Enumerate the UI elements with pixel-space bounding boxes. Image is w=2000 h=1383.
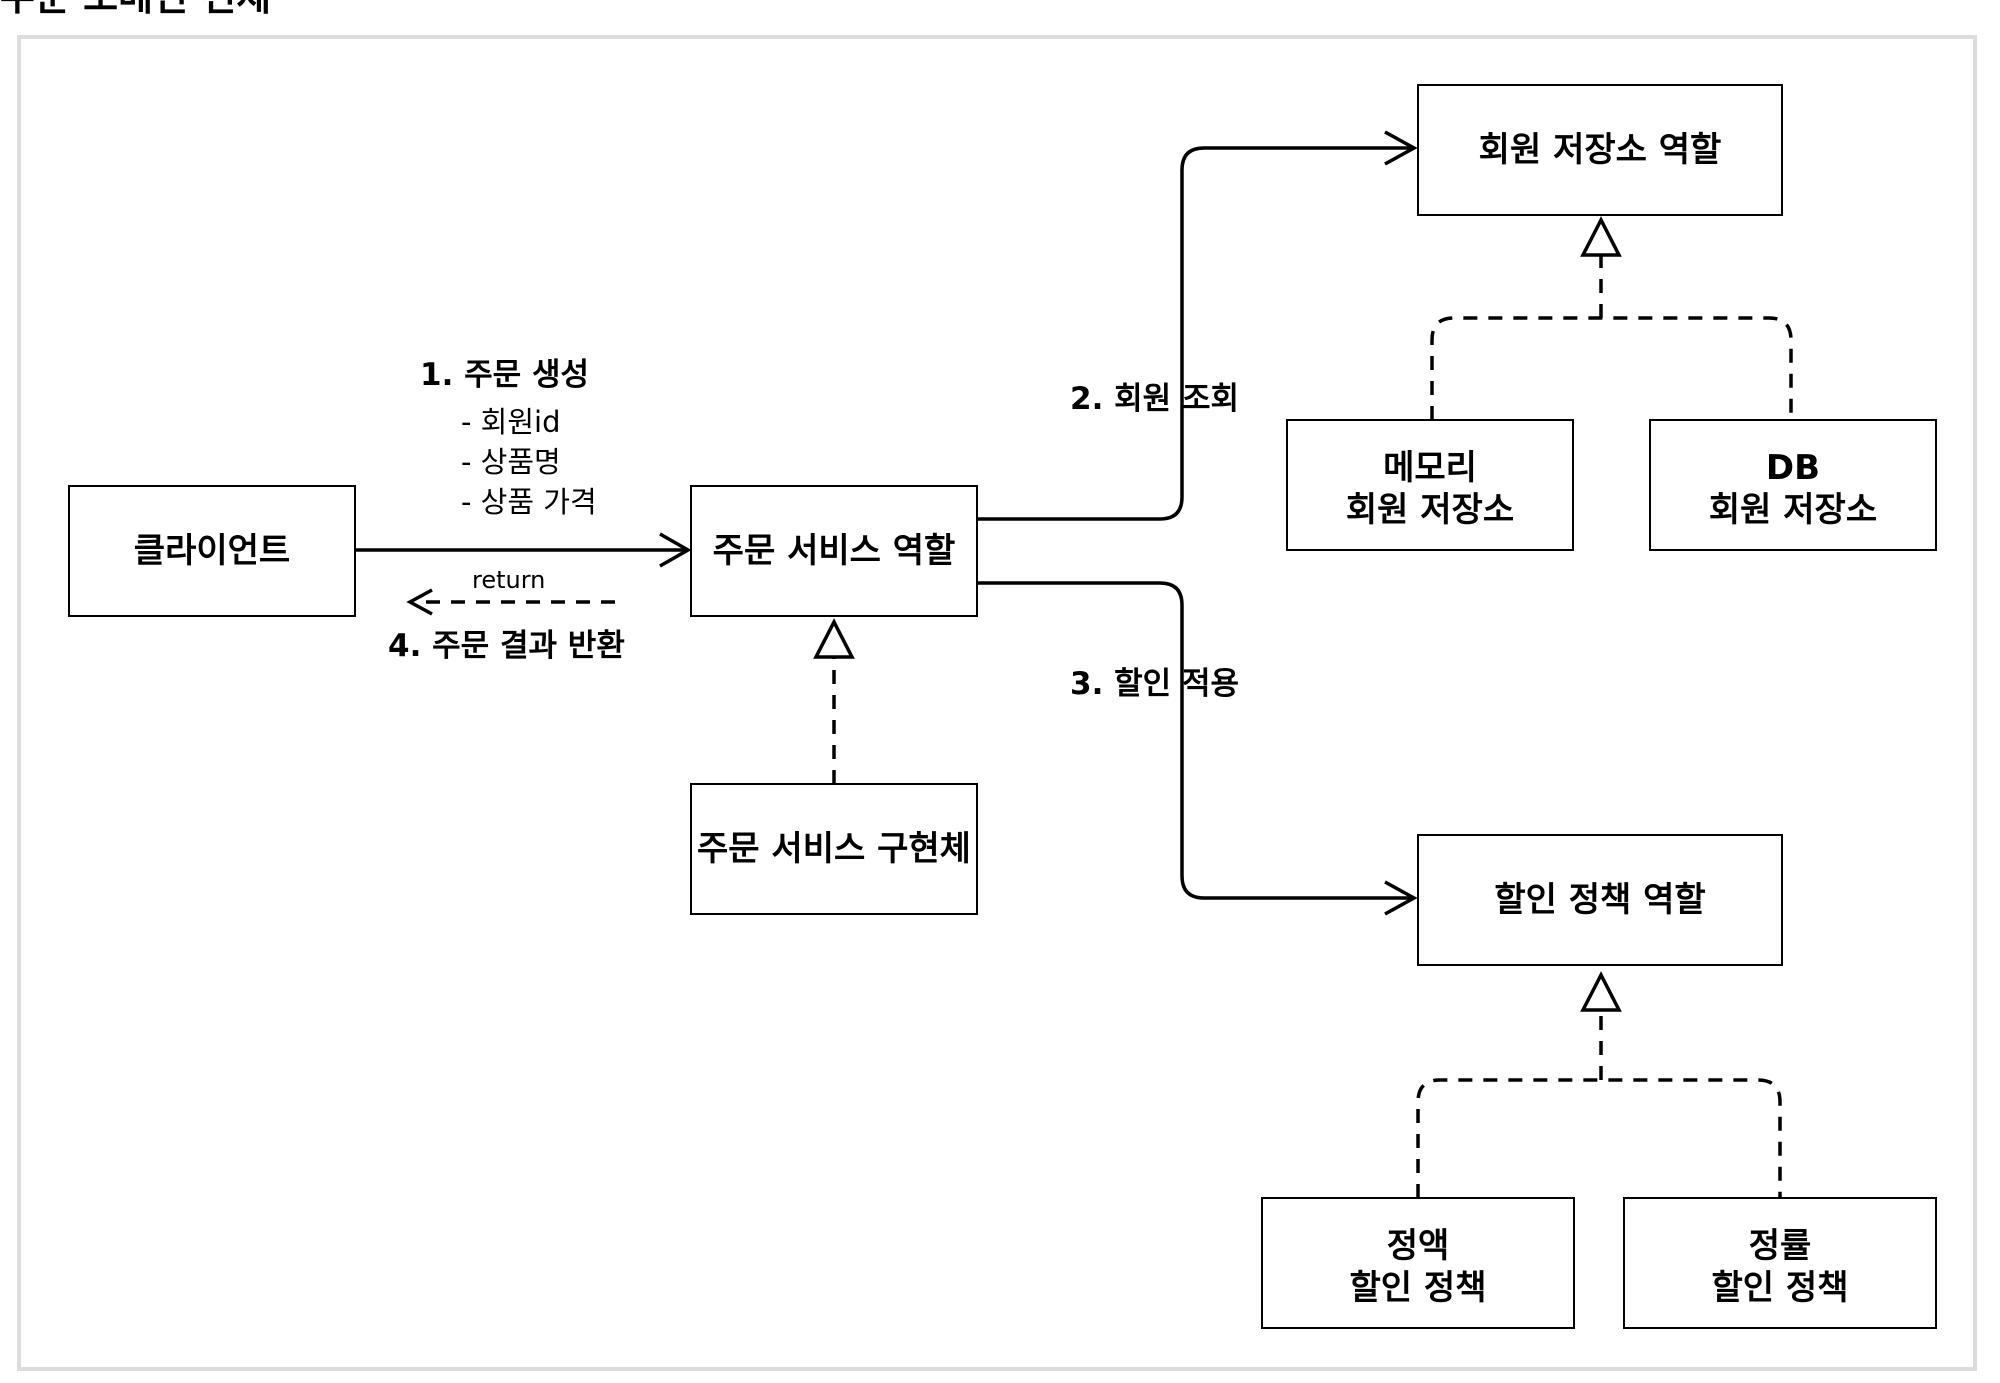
rate-discount-box [1623,1197,1937,1329]
discount-role-box [1417,834,1783,966]
fixed-discount-box [1261,1197,1575,1329]
client-label: 클라이언트 [134,531,290,571]
memory-repo-box [1286,419,1574,551]
order-service-role-box [690,485,978,617]
member-lookup-arrowhead [1384,130,1418,166]
rate-discount-label-2: 할인 정책 [1712,1268,1849,1308]
return-label: return [472,566,545,594]
create-order-arrowhead [659,532,692,568]
member-repo-realization-bracket [1430,316,1793,420]
memory-repo-label-1: 메모리 [1383,448,1477,488]
rate-discount-label-1: 정률 [1749,1226,1812,1266]
page-title: 주문 도메인 전체 [0,0,271,21]
client-box [68,485,356,617]
create-order-param-member-id: - 회원id [461,405,561,439]
fixed-discount-label-1: 정액 [1387,1226,1450,1266]
discount-realization-triangle [1580,971,1622,1012]
db-repo-label-2: 회원 저장소 [1709,490,1877,530]
member-lookup-label: 2. 회원 조회 [1070,381,1239,417]
diagram-frame [17,35,1977,1371]
fixed-discount-label-2: 할인 정책 [1350,1268,1487,1308]
member-lookup-arrow [976,146,1414,521]
order-service-impl-label: 주문 서비스 구현체 [697,829,971,869]
apply-discount-arrow [976,581,1414,900]
create-order-param-item-price: - 상품 가격 [461,485,597,519]
member-repo-role-label: 회원 저장소 역할 [1479,130,1722,170]
return-result-label: 4. 주문 결과 반환 [388,628,625,664]
order-service-impl-box [690,783,978,915]
return-arrowhead [406,588,433,616]
db-repo-label-1: DB [1766,448,1820,488]
apply-discount-label: 3. 할인 적용 [1070,666,1239,702]
member-repo-realization-triangle [1580,216,1622,257]
discount-realization-bracket [1416,1078,1782,1198]
create-order-label: 1. 주문 생성 [420,357,589,393]
order-service-role-label: 주문 서비스 역할 [713,531,956,571]
memory-repo-label-2: 회원 저장소 [1346,490,1514,530]
order-impl-realization-triangle [813,618,855,659]
apply-discount-arrowhead [1384,880,1418,916]
db-repo-box [1649,419,1937,551]
discount-role-label: 할인 정책 역할 [1494,880,1705,920]
member-repo-role-box [1417,84,1783,216]
create-order-param-item-name: - 상품명 [461,445,561,479]
